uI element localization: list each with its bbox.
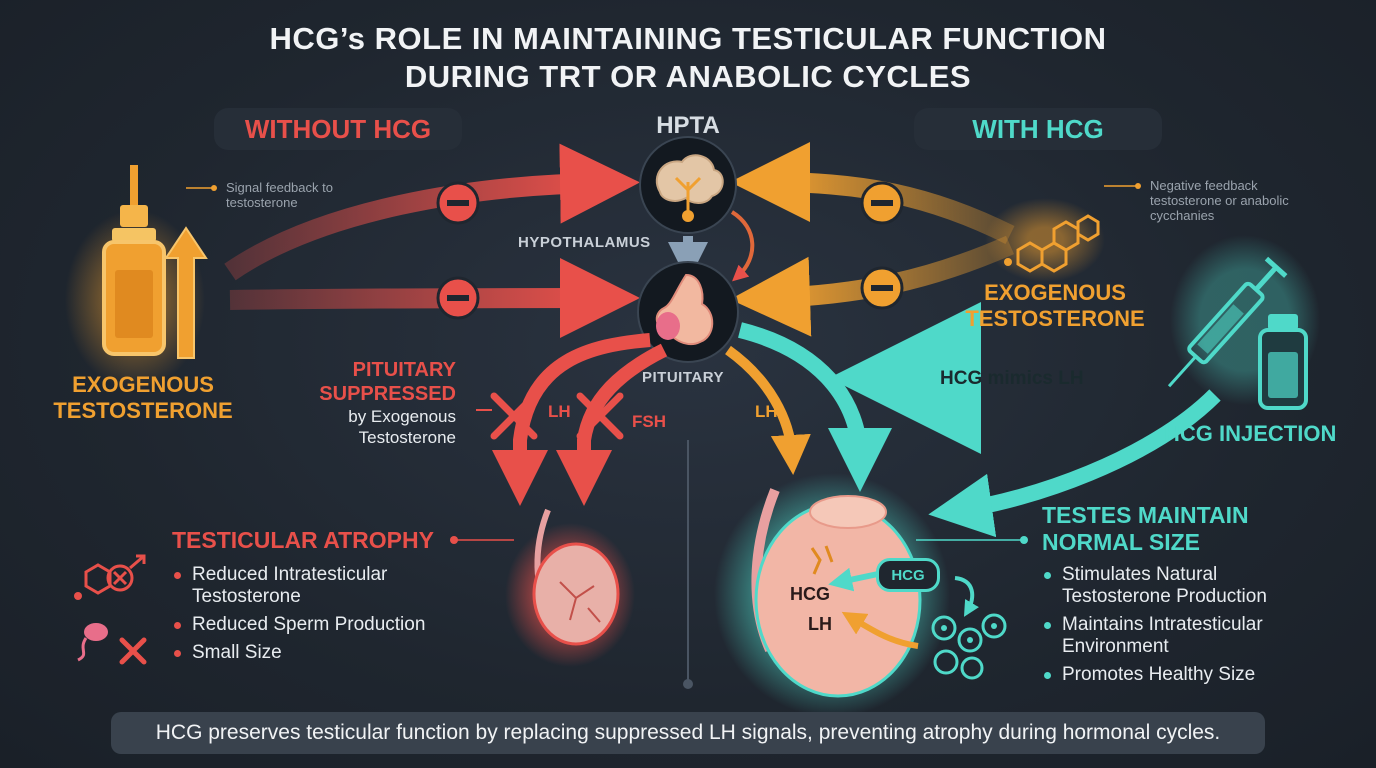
steroid-molecule-icon: [985, 198, 1105, 282]
title-line-1: HCG’s ROLE IN MAINTAINING TESTICULAR FUN…: [269, 21, 1107, 56]
with-hcg-header: WITH HCG: [914, 108, 1162, 150]
left-source-label: EXOGENOUS TESTOSTERONE: [53, 372, 233, 423]
testis-icon: [714, 473, 950, 717]
atrophy-list: Reduced Intratesticular Testosterone Red…: [170, 564, 460, 670]
feedback-arrow-pituitary: [229, 258, 640, 339]
feedback-arrow-hypothalamus: [224, 143, 640, 281]
summary-banner: HCG preserves testicular function by rep…: [111, 712, 1265, 754]
block-x-icon: [576, 392, 624, 440]
vial-icon: [1258, 314, 1308, 410]
pituitary-label: PITUITARY: [642, 369, 724, 386]
hcg-injection-label: HCG INJECTION: [1164, 421, 1337, 446]
list-item: Reduced Sperm Production: [170, 614, 460, 636]
left-feedback-note: Signal feedback to testosterone: [226, 180, 333, 210]
hpta-label: HPTA: [656, 112, 720, 139]
cells-icon: [931, 576, 1007, 680]
sperm-icon: [77, 623, 147, 665]
right-source-label: EXOGENOUS TESTOSTERONE: [965, 280, 1145, 331]
left-fsh-label: FSH: [632, 412, 666, 431]
hcg-mimics-lh-label: HCG mimics LH: [940, 368, 1084, 389]
without-hcg-header: WITHOUT HCG: [214, 108, 462, 150]
brain-icon: [639, 136, 737, 234]
list-item: Small Size: [170, 642, 460, 664]
block-x-icon: [490, 392, 538, 440]
inhibit-icon: [436, 181, 480, 225]
up-arrow-icon: [164, 226, 208, 359]
gender-blocked-icon: [74, 554, 146, 600]
hypothalamus-label: HYPOTHALAMUS: [518, 234, 651, 251]
pituitary-suppressed-block: PITUITARY SUPPRESSED by Exogenous Testos…: [300, 358, 456, 448]
list-item: Maintains Intratesticular Environment: [1040, 614, 1310, 658]
testes-maintain-title: TESTES MAINTAIN NORMAL SIZE: [1042, 502, 1249, 555]
list-item: Stimulates Natural Testosterone Producti…: [1040, 564, 1310, 608]
testis-hcg-label: HCG: [790, 584, 830, 604]
pituitary-suppressed-sub: by Exogenous Testosterone: [348, 407, 456, 447]
pituitary-icon: [637, 261, 739, 363]
title-line-2: DURING TRT OR ANABOLIC CYCLES: [404, 59, 972, 94]
maintain-list: Stimulates Natural Testosterone Producti…: [1040, 564, 1310, 692]
center-lh-label: LH: [755, 402, 778, 421]
hcg-bubble: HCG: [876, 558, 940, 592]
testicular-atrophy-title: TESTICULAR ATROPHY: [172, 527, 434, 553]
list-item: Reduced Intratesticular Testosterone: [170, 564, 460, 608]
testis-icon: [505, 508, 635, 667]
inhibit-icon: [860, 181, 904, 225]
testis-lh-label: LH: [808, 614, 832, 634]
inhibit-icon: [860, 266, 904, 310]
right-feedback-note: Negative feedback testosterone or anabol…: [1150, 178, 1289, 223]
left-lh-label: LH: [548, 402, 571, 421]
list-item: Promotes Healthy Size: [1040, 664, 1310, 686]
pituitary-suppressed-title: PITUITARY SUPPRESSED: [319, 359, 456, 405]
inhibit-icon: [436, 276, 480, 320]
